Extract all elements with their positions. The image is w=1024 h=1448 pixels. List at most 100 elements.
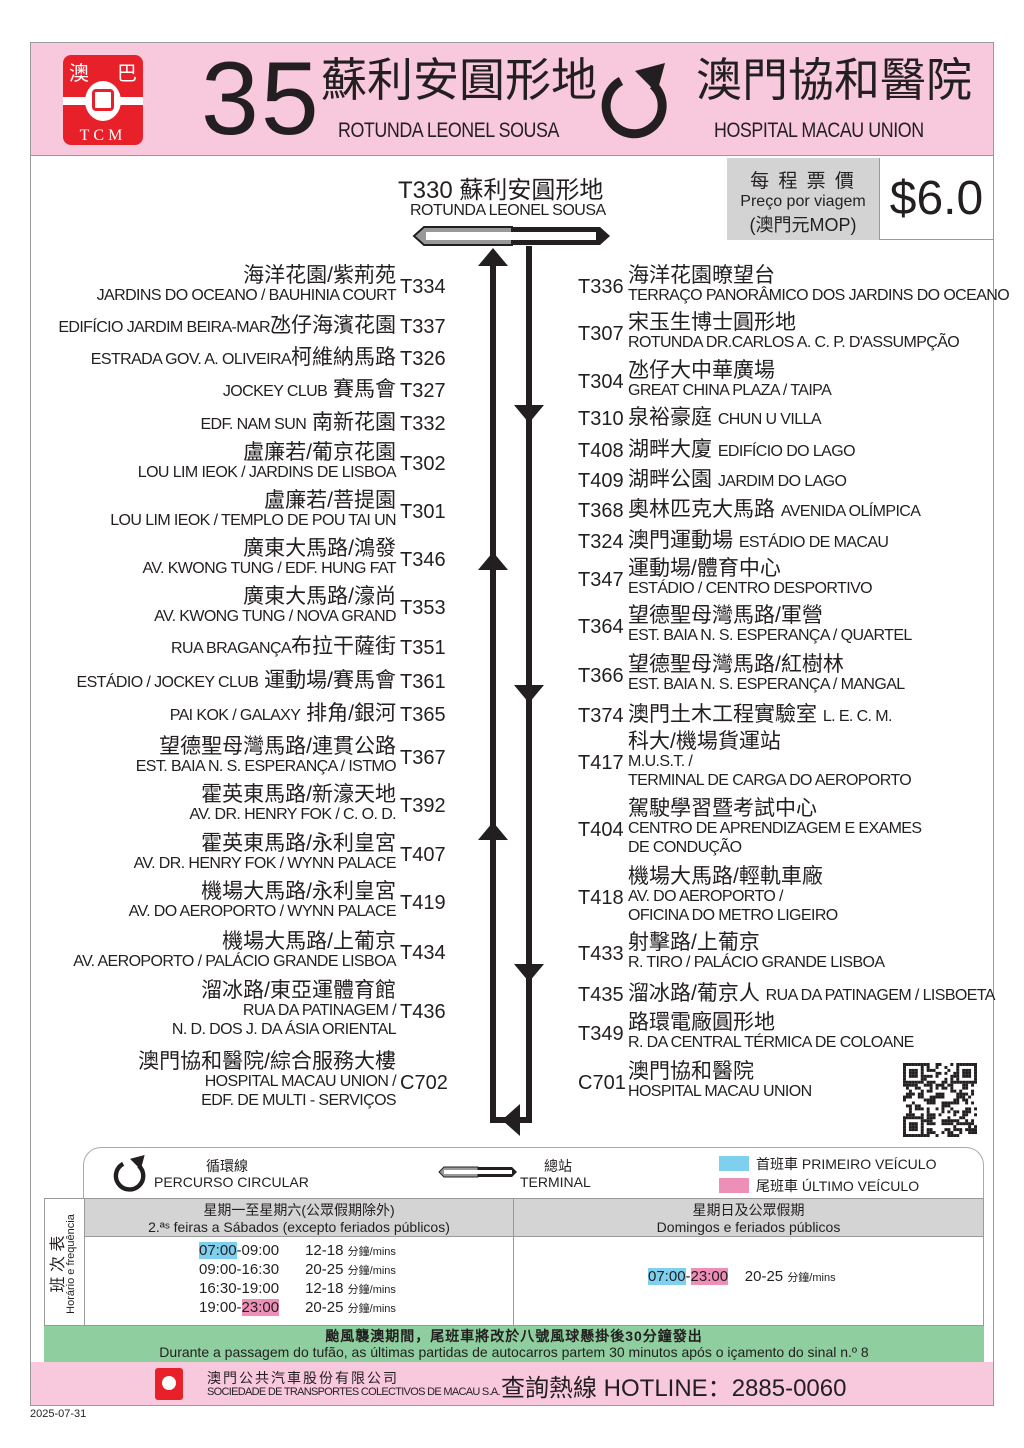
stop-name-zh: 運動場/賽馬會 <box>258 669 396 692</box>
row-end: 16:30 <box>241 1261 280 1278</box>
stop-code: T436 <box>400 1001 446 1023</box>
stop-name-pt: AV. KWONG TUNG / NOVA GRAND <box>154 607 397 625</box>
fare-unit: (澳門元MOP) <box>749 215 857 235</box>
date: 2025-07-31 <box>30 1408 87 1420</box>
schedule-table: 班 次 表 Horário e frequência 星期一至星期六(公眾假期除… <box>44 1198 984 1326</box>
stop-name-pt: R. DA CENTRAL TÉRMICA DE COLOANE <box>628 1033 914 1051</box>
stop-name-pt: EST. BAIA N. S. ESPERANÇA / MANGAL <box>628 675 905 693</box>
up-arrow-icon <box>478 822 508 840</box>
stop-name-zh: 澳門土木工程實驗室 <box>628 703 823 726</box>
hotline-number[interactable]: 2885-0060 <box>731 1375 847 1402</box>
unit: 分鐘/mins <box>347 1284 396 1296</box>
legend: 循環線 PERCURSO CIRCULAR 總站 TERMINAL 首班車 PR… <box>83 1147 984 1199</box>
stop-code: T310 <box>578 408 624 430</box>
row-end: 23:00 <box>241 1299 280 1316</box>
fare-label: 每 程 票 價 Preço por viagem (澳門元MOP) <box>727 158 880 240</box>
unit: 分鐘/mins <box>347 1265 396 1277</box>
stop-name: PAI KOK / GALAXY 排角/銀河 <box>170 702 396 725</box>
stop-name-pt: DE CONDUÇÃO <box>628 838 742 856</box>
stop-code: T366 <box>578 665 624 687</box>
unit: 分鐘/mins <box>347 1303 396 1315</box>
stop-name: EDF. NAM SUN 南新花園 <box>200 412 396 434</box>
stop-code: T346 <box>400 549 446 571</box>
stop-name-pt: L. E. C. M. <box>822 708 893 725</box>
stop-name-zh: 盧廉若/葡京花園 <box>243 440 396 464</box>
fare-zh: 每 程 票 價 <box>750 171 856 192</box>
logo-text: TCM <box>79 127 127 144</box>
stop-name-zh: 湖畔公園 <box>628 468 718 491</box>
stop-code: T365 <box>400 704 446 726</box>
weekday-zh: 星期一至星期六(公眾假期除外) <box>203 1202 395 1218</box>
stop-code: T408 <box>578 440 624 462</box>
stop-code: T326 <box>400 348 446 370</box>
stop-code: T324 <box>578 531 624 553</box>
stop-name-pt: EDF. DE MULTI - SERVIÇOS <box>201 1091 396 1109</box>
stop-name-pt: R. TIRO / PALÁCIO GRANDE LISBOA <box>628 953 885 971</box>
fare-value: $6.0 <box>880 158 993 240</box>
row-frequency: 20-25 <box>305 1299 344 1316</box>
stop-code: T301 <box>400 501 446 523</box>
stop-code: T368 <box>578 500 624 522</box>
stop-code: T332 <box>400 413 446 435</box>
weekday-pt: 2.ªˢ feiras a Sábados (excepto feriados … <box>148 1219 450 1235</box>
stop-code: T337 <box>400 316 446 338</box>
stop-code: T392 <box>400 795 446 817</box>
route-number: 35 <box>201 41 321 157</box>
stop-name-pt: TERMINAL DE CARGA DO AEROPORTO <box>628 771 912 789</box>
stop-code: T404 <box>578 819 624 841</box>
first-bus-swatch <box>719 1156 749 1171</box>
last-bus-swatch <box>719 1178 749 1193</box>
stop-code: T418 <box>578 887 624 909</box>
up-arrow-icon <box>478 552 508 570</box>
circular-route-icon <box>113 1154 146 1192</box>
row-end: 09:00 <box>241 1242 280 1259</box>
row-start: 07:00 <box>199 1242 237 1259</box>
row-end: 19:00 <box>241 1280 280 1297</box>
typhoon-notice: 颱風襲澳期間，尾班車將改於八號風球懸掛後30分鐘發出 Durante a pas… <box>44 1326 984 1362</box>
qr-code[interactable] <box>903 1063 977 1137</box>
stop-code: T361 <box>400 671 446 693</box>
up-arrow-icon <box>478 248 508 266</box>
stop-name: EDIFÍCIO JARDIM BEIRA-MAR氹仔海濱花園 <box>58 315 396 337</box>
stop-name-pt: HOSPITAL MACAU UNION / <box>204 1072 397 1090</box>
stop-name-zh: 澳門協和醫院 <box>628 1059 754 1083</box>
stop-code: T302 <box>400 453 446 475</box>
stop-name-zh: 排角/銀河 <box>300 702 396 725</box>
terminal-title: T330 蘇利安圓形地 <box>398 177 604 204</box>
left-arrow-icon <box>502 1104 520 1136</box>
stop-code: T334 <box>400 276 446 298</box>
down-arrow-icon <box>514 405 544 423</box>
stop-name-zh: 宋玉生博士圓形地 <box>628 310 796 334</box>
stop-name: 泉裕豪庭 CHUN U VILLA <box>628 406 822 429</box>
row-frequency: 12-18 <box>305 1242 344 1259</box>
stop-name: JOCKEY CLUB 賽馬會 <box>223 379 396 401</box>
stop-name-zh: 運動場/體育中心 <box>628 556 781 580</box>
stop-name-pt: GREAT CHINA PLAZA / TAIPA <box>628 381 832 399</box>
stop-name-pt: ESTRADA GOV. A. OLIVEIRA <box>90 351 292 368</box>
stop-name-pt: RUA BRAGANÇA <box>171 640 292 657</box>
stop-name-pt: ROTUNDA DR.CARLOS A. C. P. D'ASSUMPÇÃO <box>628 333 960 351</box>
hotline-label: 查詢熱線 HOTLINE： <box>501 1375 732 1402</box>
stop-name-pt: CENTRO DE APRENDIZAGEM E EXAMES <box>628 819 922 837</box>
stop-name-pt: AV. DO AEROPORTO / <box>628 887 783 905</box>
stop-code: T307 <box>578 323 624 345</box>
stop-name-pt: RUA DA PATINAGEM / <box>242 1001 397 1019</box>
stop-code: T409 <box>578 470 624 492</box>
stop-name-zh: 盧廉若/菩提園 <box>264 488 396 512</box>
stop-name-zh: 泉裕豪庭 <box>628 406 718 429</box>
legend-terminal-zh: 總站 <box>544 1158 572 1174</box>
origin-zh: 蘇利安圓形地 <box>321 54 597 106</box>
stop-name: 澳門運動場 ESTÁDIO DE MACAU <box>628 530 889 552</box>
